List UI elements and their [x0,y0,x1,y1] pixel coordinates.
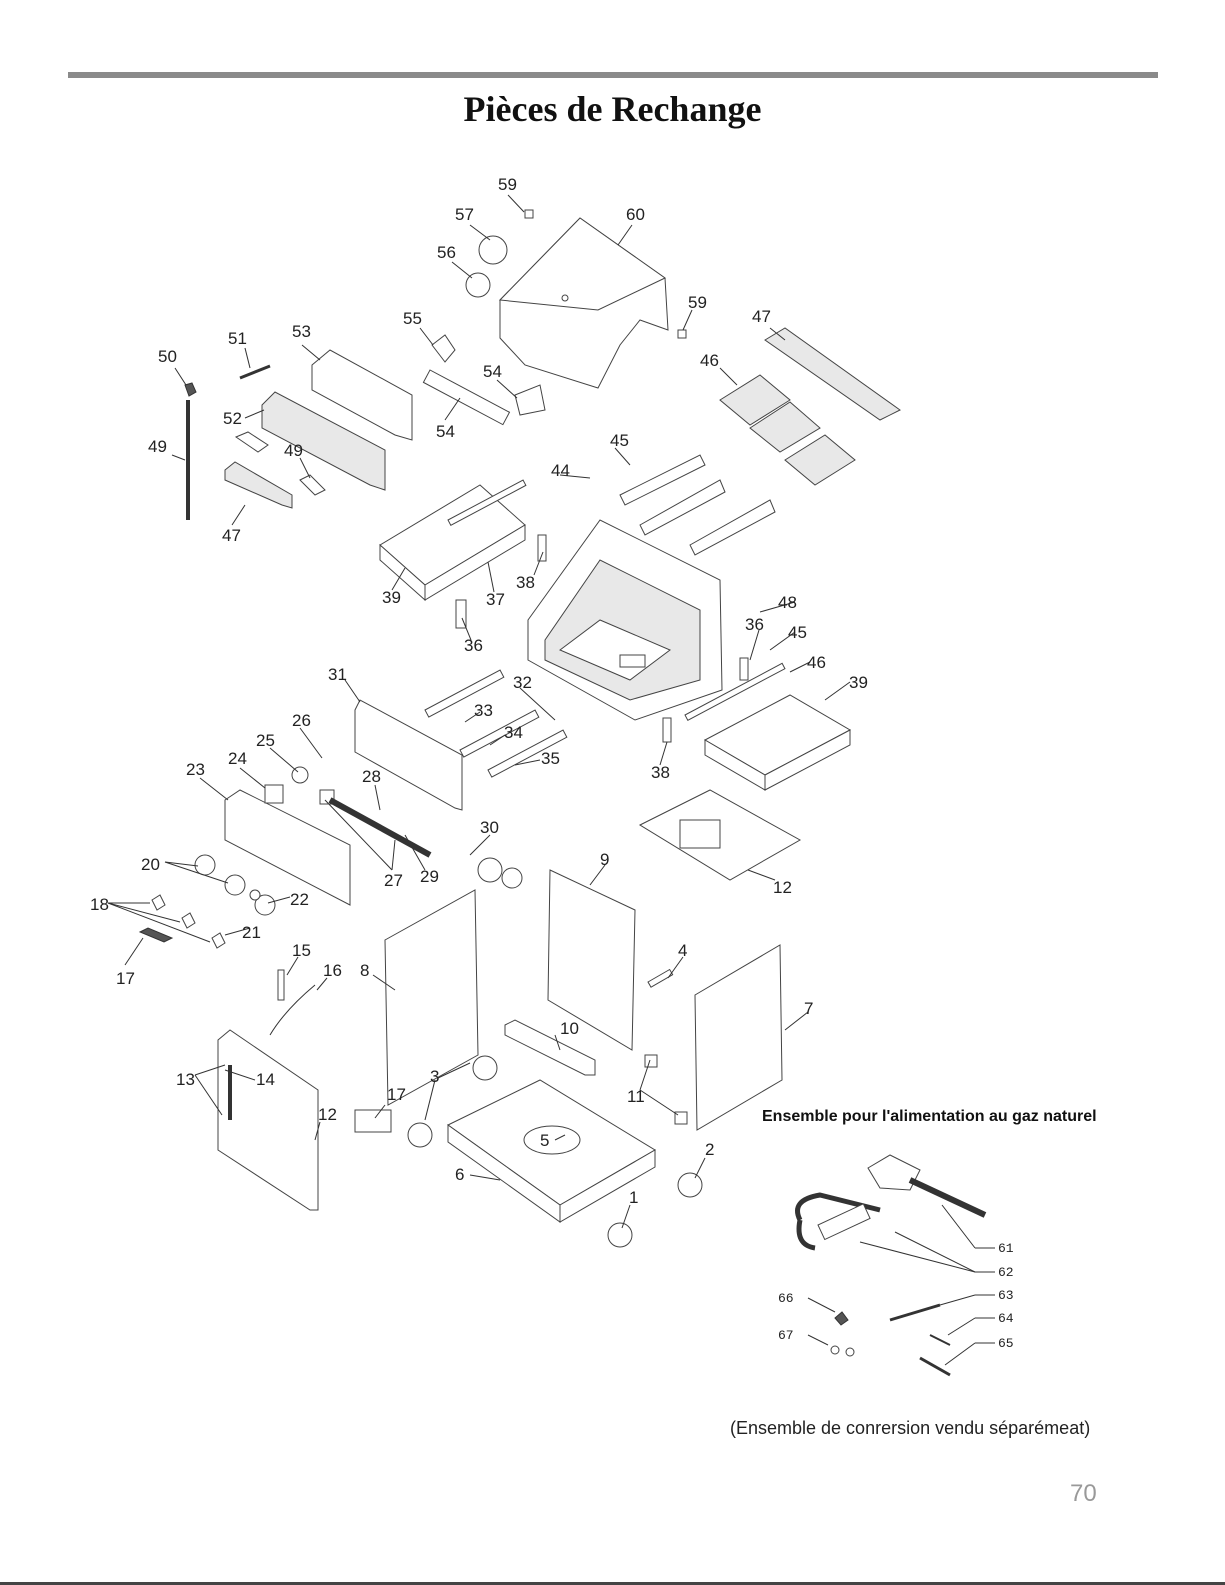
callout-22: 22 [290,890,309,909]
callout-54-visible: 54 [436,422,455,441]
cart-panels [384,789,802,1131]
callout-59b: 59 [688,293,707,312]
callout-14: 14 [256,1070,275,1089]
callout-41: 45 [610,431,629,450]
callout-38a: 38 [516,573,535,592]
rear-panel-parts [184,334,546,520]
callout-8: 8 [360,961,369,980]
callout-2: 2 [705,1140,714,1159]
callout-36b: 36 [464,636,483,655]
callout-53: 53 [292,322,311,341]
callout-51: 51 [228,329,247,348]
callout-36a: 36 [745,615,764,634]
callout-32: 32 [513,673,532,692]
callout-63: 63 [998,1288,1014,1303]
callout-12b: 12 [318,1105,337,1124]
callout-9: 9 [600,850,609,869]
hood-part [498,217,669,389]
leader-lines [107,194,851,1229]
callout-15: 15 [292,941,311,960]
callout-23: 23 [186,760,205,779]
callout-10: 10 [560,1019,579,1038]
gas-kit-note: (Ensemble de conrersion vendu séparémeat… [730,1418,1091,1438]
door-part [217,1029,319,1211]
gas-kit-parts [795,1154,987,1377]
callout-55: 54 [483,362,502,381]
callout-48: 49 [284,441,303,460]
callout-5: 5 [540,1131,549,1150]
firebox-part [527,519,723,721]
callout-56: 55 [403,309,422,328]
callout-38b: 38 [651,763,670,782]
callout-25: 25 [256,731,275,750]
callout-20: 20 [141,855,160,874]
callout-labels: 59 57 60 56 59 47 55 51 53 50 46 54 52 5… [90,175,868,1207]
callout-21: 21 [242,923,261,942]
callout-60: 60 [626,205,645,224]
callout-27: 27 [384,871,403,890]
callout-61: 61 [998,1241,1014,1256]
callout-39b: 39 [849,673,868,692]
callout-57: 56 [437,243,456,262]
callout-46-visible: 46 [807,653,826,672]
callout-67: 67 [778,1328,794,1343]
callout-52: 52 [223,409,242,428]
right-side-shelf [662,657,852,791]
callout-37: 37 [486,590,505,609]
bottom-base [447,1079,656,1223]
callout-40: 44 [551,461,570,480]
page-number: 70 [1070,1480,1097,1507]
callout-30: 30 [480,818,499,837]
callout-50: 50 [158,347,177,366]
callout-64: 64 [998,1311,1014,1326]
callout-24: 24 [228,749,247,768]
callout-49-visible: 49 [148,437,167,456]
callout-19: 18 [90,895,109,914]
callout-44: 48 [778,593,797,612]
callout-7: 7 [804,999,813,1018]
callout-34: 34 [504,723,523,742]
cooking-grates [719,327,901,486]
callout-66: 66 [778,1291,794,1306]
bottom-rule [0,1582,1225,1585]
thermometer-part [465,209,687,339]
callout-1: 1 [629,1188,638,1207]
gas-kit-title: Ensemble pour l'alimentation au gaz natu… [762,1108,1097,1125]
gas-kit-callouts: 61 62 63 64 65 66 67 [778,1241,1014,1351]
gas-kit-leaders [807,1204,995,1366]
callout-42: 46 [700,351,719,370]
callout-45-visible: 45 [788,623,807,642]
small-parts [269,968,688,1133]
callout-26: 26 [292,711,311,730]
callout-18: 17 [116,969,135,988]
callout-59a: 59 [498,175,517,194]
callout-11: 11 [627,1087,645,1106]
callout-62: 62 [998,1265,1014,1280]
top-rule [68,72,1158,78]
callout-58: 57 [455,205,474,224]
callout-13: 13 [176,1070,195,1089]
left-side-shelf [379,479,547,629]
callout-43: 47 [752,307,771,326]
control-panel [138,766,523,949]
callout-6: 6 [455,1165,464,1184]
callout-39a: 39 [382,588,401,607]
callout-31: 31 [328,665,347,684]
page-title: Pièces de Rechange [463,89,762,129]
heat-shields [619,454,776,556]
callout-29: 29 [420,867,439,886]
callout-47-visible: 47 [222,526,241,545]
callout-12a: 12 [773,878,792,897]
callout-16: 16 [323,961,342,980]
callout-4: 4 [678,941,687,960]
callout-17-visible: 17 [387,1085,406,1104]
callout-3: 3 [430,1067,439,1086]
callout-33: 33 [474,701,493,720]
casters [407,1055,703,1248]
callout-65: 65 [998,1336,1014,1351]
burners [354,669,568,811]
callout-35: 35 [541,749,560,768]
callout-28: 28 [362,767,381,786]
